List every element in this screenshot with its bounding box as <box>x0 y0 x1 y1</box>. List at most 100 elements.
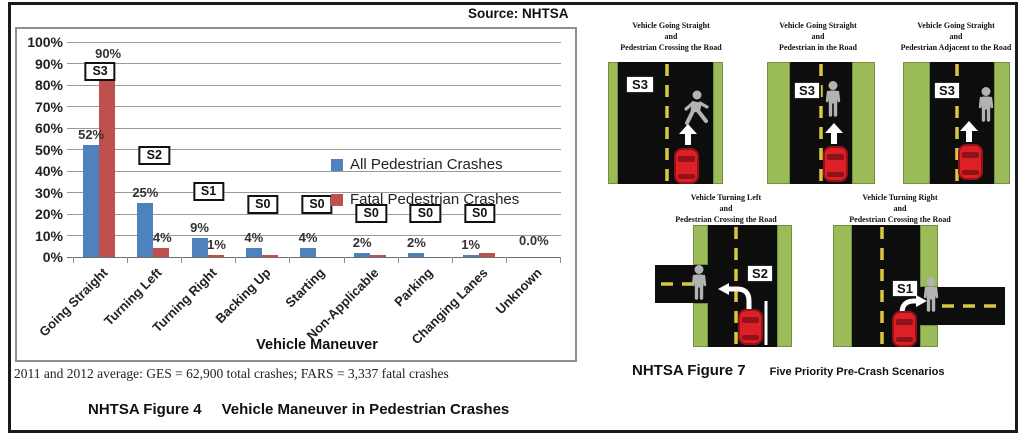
gridline <box>67 149 561 150</box>
value-label: 52% <box>78 127 105 143</box>
pedestrian-walking-icon <box>684 90 709 125</box>
gridline <box>67 192 561 193</box>
value-label: 0.0% <box>519 233 549 248</box>
figure4-tag: NHTSA Figure 4 <box>88 401 202 418</box>
value-label: 1% <box>207 236 226 252</box>
value-label: 2% <box>352 234 372 250</box>
chart-footnote: 2011 and 2012 average: GES = 62,900 tota… <box>14 366 449 381</box>
car-icon <box>958 144 983 180</box>
y-tick-label: 10% <box>34 227 63 244</box>
scenario-diagram: S3 <box>608 62 723 184</box>
bar-fatal-pedestrian <box>153 248 170 257</box>
y-tick-label: 30% <box>34 184 63 201</box>
value-label: 1% <box>461 236 481 252</box>
grass-strip <box>693 303 708 347</box>
car-icon <box>738 309 763 345</box>
car-icon <box>892 311 917 347</box>
grass-strip <box>920 225 938 287</box>
gridline <box>67 256 561 258</box>
legend-item-fatal: Fatal Pedestrian Crashes <box>331 191 519 208</box>
car-icon <box>823 146 848 182</box>
y-tick-label: 20% <box>34 206 63 222</box>
gridline <box>67 63 561 64</box>
grass-strip <box>920 325 938 347</box>
figure7-title: Five Priority Pre-Crash Scenarios <box>769 366 945 378</box>
scenario-tag: S0 <box>409 203 442 223</box>
bar-all-pedestrian <box>408 252 425 257</box>
y-tick-label: 70% <box>34 98 63 115</box>
value-label: 25% <box>132 185 159 201</box>
scenario-card-s3-crossing: Vehicle Going Straight and Pedestrian Cr… <box>600 18 742 188</box>
scenario-caption: Vehicle Turning Right and Pedestrian Cro… <box>849 193 951 224</box>
gridline <box>67 213 561 215</box>
y-tick-label: 60% <box>34 120 63 136</box>
y-tick-label: 50% <box>34 141 63 158</box>
pedestrian-standing-icon <box>923 277 939 312</box>
scenario-card-s3-in-road: Vehicle Going Straight and Pedestrian in… <box>746 18 890 188</box>
bar-fatal-pedestrian <box>478 252 495 257</box>
bar-all-pedestrian <box>462 254 479 257</box>
bar-all-pedestrian <box>354 252 371 257</box>
scenario-tag: S1 <box>192 182 225 202</box>
bar-group: 0.0% <box>507 42 562 263</box>
scenario-diagram: S3 <box>903 62 1010 184</box>
gridline <box>67 106 561 107</box>
scenario-tag: S0 <box>355 203 387 223</box>
pedestrian-standing-icon <box>691 265 707 300</box>
direction-arrow-icon <box>679 124 697 145</box>
scenario-diagram: S3 <box>767 62 875 184</box>
grass-strip <box>693 225 708 265</box>
y-tick-label: 100% <box>27 34 63 50</box>
scenario-card-s2-turn-left: Vehicle Turning Left and Pedestrian Cros… <box>655 190 797 362</box>
grass-strip <box>608 62 618 184</box>
scenario-tag-box: S3 <box>625 75 655 94</box>
bar-all-pedestrian <box>83 145 100 257</box>
legend-item-all: All Pedestrian Crashes <box>331 156 503 173</box>
svg-text:S1: S1 <box>897 281 913 296</box>
bar-fatal-pedestrian <box>370 254 387 257</box>
bar-group: 9%1% S1 <box>181 42 237 263</box>
bar-group: 1%S0 <box>453 42 508 263</box>
bar-fatal-pedestrian <box>99 63 116 257</box>
value-label: 4% <box>152 230 172 246</box>
bar-group: 25% 4% S2 <box>127 42 183 263</box>
bar-group: 4%S0 <box>290 42 345 263</box>
direction-arrow-icon <box>718 283 752 311</box>
bar-chart: % Annual Frequency 0%10%20%30%40%50%60%7… <box>15 27 577 362</box>
chart-source-label: Source: NHTSA <box>468 6 569 21</box>
gridline <box>67 235 561 236</box>
y-tick-label: 40% <box>34 163 63 179</box>
figure7-caption: NHTSA Figure 7 Five Priority Pre-Crash S… <box>632 362 944 379</box>
bar-all-pedestrian <box>191 237 208 257</box>
grass-strip <box>713 62 723 184</box>
y-tick-label: 0% <box>42 249 63 265</box>
bar-fatal-pedestrian <box>207 254 224 257</box>
pedestrian-standing-icon <box>825 81 841 117</box>
bar-all-pedestrian <box>299 248 316 257</box>
scenario-caption: Vehicle Going Straight and Pedestrian Cr… <box>620 21 722 52</box>
grass-strip <box>833 225 852 347</box>
y-axis: 0%10%20%30%40%50%60%70%80%90%100% <box>17 34 67 265</box>
svg-text:S3: S3 <box>939 83 955 98</box>
bar-group: 52%90%S3 <box>73 42 128 263</box>
scenario-tag-box: S3 <box>793 81 821 100</box>
scenario-diagram: S2 <box>655 225 792 347</box>
gridline <box>67 170 561 172</box>
legend-label-fatal: Fatal Pedestrian Crashes <box>350 191 520 208</box>
bar-group: 4%S0 <box>236 42 291 263</box>
scenario-tag-box: S2 <box>746 264 774 283</box>
svg-text:S3: S3 <box>799 83 815 98</box>
grass-strip <box>852 62 875 184</box>
scenario-tag: S2 <box>138 145 170 165</box>
x-axis-title: Vehicle Maneuver <box>256 337 378 353</box>
value-label: 9% <box>190 219 209 235</box>
scenario-card-s1-turn-right: Vehicle Turning Right and Pedestrian Cro… <box>820 190 1005 362</box>
figure4-title: Vehicle Maneuver in Pedestrian Crashes <box>221 401 510 418</box>
legend-label-all: All Pedestrian Crashes <box>350 156 503 173</box>
direction-arrow-icon <box>960 121 978 142</box>
legend-chip <box>331 159 343 171</box>
scenario-tag: S0 <box>247 195 279 214</box>
